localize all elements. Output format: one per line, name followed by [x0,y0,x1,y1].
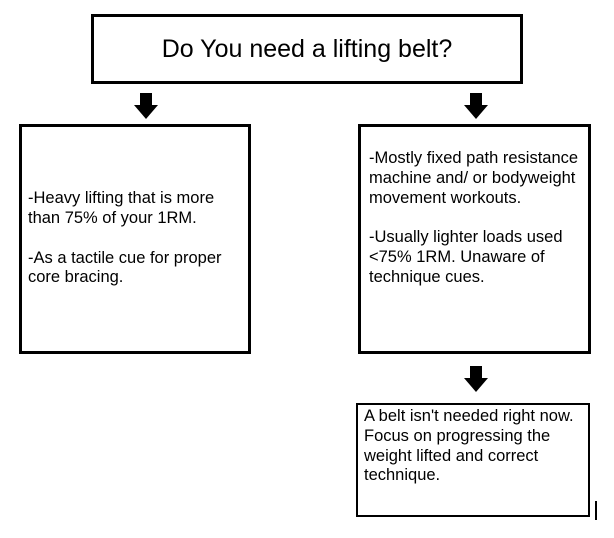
arrow-down-icon [464,366,488,392]
belt-needed-box: -Heavy lifting that is more than 75% of … [19,124,251,354]
belt-not-needed-box: -Mostly fixed path resistance machine an… [358,124,591,354]
text-cursor [595,501,597,520]
arrow-down-icon [134,93,158,119]
arrow-down-icon [464,93,488,119]
result-text: A belt isn't needed right now. Focus on … [364,407,574,485]
diagram-title: Do You need a lifting belt? [161,34,453,63]
belt-needed-reason-heavy-lifting: -Heavy lifting that is more than 75% of … [28,189,215,227]
belt-needed-reason-tactile-cue: -As a tactile cue for proper core bracin… [28,248,222,287]
title-box: Do You need a lifting belt? [91,14,523,84]
belt-not-needed-reason-machines: -Mostly fixed path resistance machine an… [369,149,579,207]
belt-not-needed-reason-light-loads: -Usually lighter loads used <75% 1RM. Un… [369,228,563,286]
result-box: A belt isn't needed right now. Focus on … [356,403,590,517]
